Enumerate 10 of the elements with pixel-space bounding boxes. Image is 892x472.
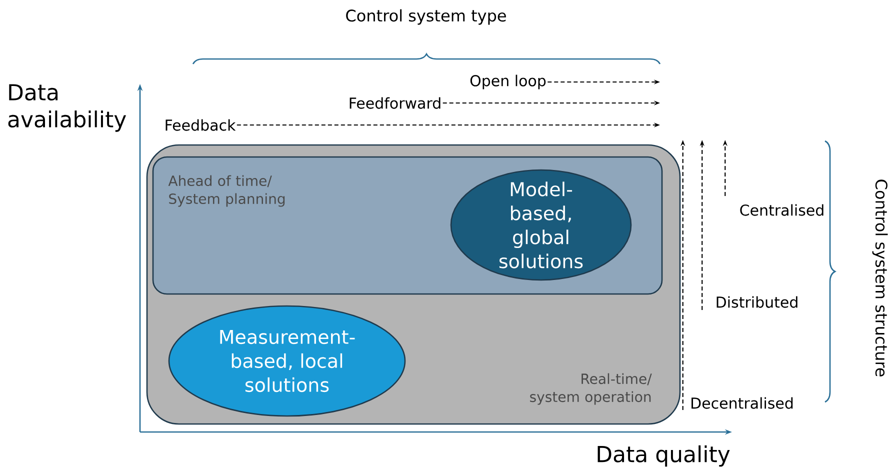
axis-title: Control system structure xyxy=(872,180,888,376)
axis-title: Data quality xyxy=(598,445,730,467)
text-label: Open loop xyxy=(470,74,546,90)
text-label: Centralised xyxy=(740,204,824,216)
text-label: Distributed xyxy=(716,296,798,308)
text-label: Feedback xyxy=(166,119,236,131)
axis-title: Data availability xyxy=(8,84,126,132)
axis-title: Control system type xyxy=(346,9,506,25)
text-label: Decentralised xyxy=(692,397,793,409)
text-label: Feedforward xyxy=(350,97,440,109)
